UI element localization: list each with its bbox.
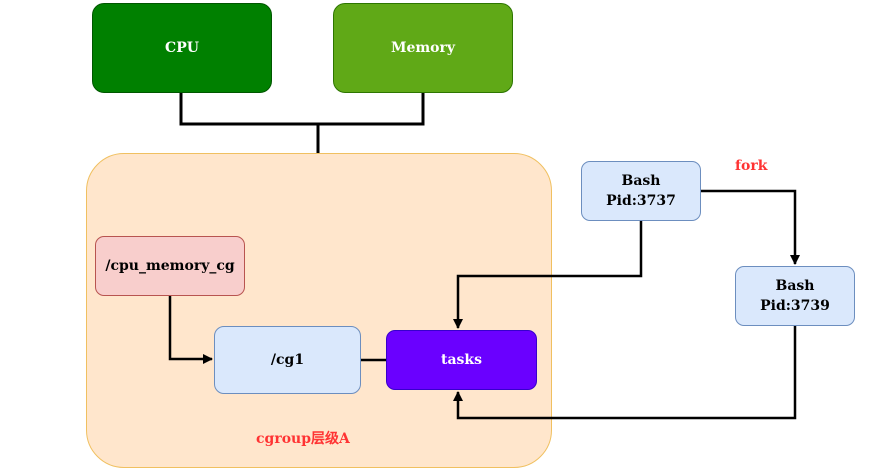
cg1-node: /cg1	[214, 326, 361, 394]
cg1-label: /cg1	[270, 352, 305, 368]
memory-label: Memory	[390, 40, 456, 56]
fork-label: fork	[735, 158, 768, 174]
bash-parent-node: Bash Pid:3737	[581, 161, 701, 221]
cgroup-hierarchy-container	[86, 153, 552, 468]
tasks-label: tasks	[440, 352, 482, 368]
bash-parent-pid: Pid:3737	[606, 193, 676, 209]
bash-child-node: Bash Pid:3739	[735, 266, 855, 326]
cpu-memory-cgroup-label: /cpu_memory_cg	[105, 258, 235, 274]
tasks-node: tasks	[386, 330, 537, 390]
cg-to-cg1-arrow	[168, 296, 213, 364]
hierarchy-label: cgroup层级A	[256, 431, 350, 447]
bash-parent-to-tasks-arrow	[453, 221, 643, 329]
cpu-subsystem-node: CPU	[92, 3, 272, 93]
cpu-memory-cgroup-node: /cpu_memory_cg	[95, 236, 245, 296]
cpu-label: CPU	[165, 40, 199, 56]
bash-child-name: Bash	[775, 278, 815, 294]
memory-subsystem-node: Memory	[333, 3, 513, 93]
memory-connector	[318, 93, 425, 126]
fork-arrow	[701, 189, 800, 265]
bash-parent-name: Bash	[621, 173, 661, 189]
bash-child-pid: Pid:3739	[760, 298, 830, 314]
bash-child-to-tasks-arrow	[453, 326, 797, 420]
cpu-connector	[179, 93, 318, 126]
